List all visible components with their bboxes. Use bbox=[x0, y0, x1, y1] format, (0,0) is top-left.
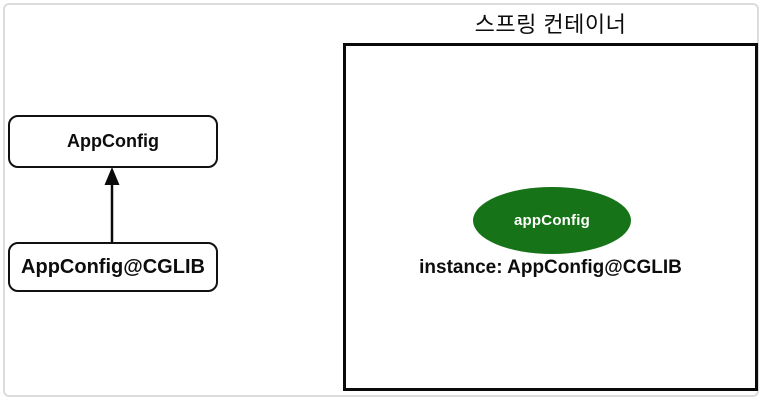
class-box-appconfig-cglib: AppConfig@CGLIB bbox=[8, 242, 218, 292]
spring-container-box: appConfig instance: AppConfig@CGLIB bbox=[343, 43, 758, 391]
class-box-appconfig-cglib-label: AppConfig@CGLIB bbox=[21, 255, 205, 278]
instance-label: instance: AppConfig@CGLIB bbox=[419, 257, 682, 278]
bean-ellipse: appConfig bbox=[473, 187, 631, 254]
class-box-appconfig: AppConfig bbox=[8, 115, 218, 168]
inheritance-arrow bbox=[104, 167, 120, 243]
class-box-appconfig-label: AppConfig bbox=[67, 131, 159, 151]
spring-container-title: 스프링 컨테이너 bbox=[474, 12, 627, 37]
bean-name-label: appConfig bbox=[514, 212, 590, 229]
